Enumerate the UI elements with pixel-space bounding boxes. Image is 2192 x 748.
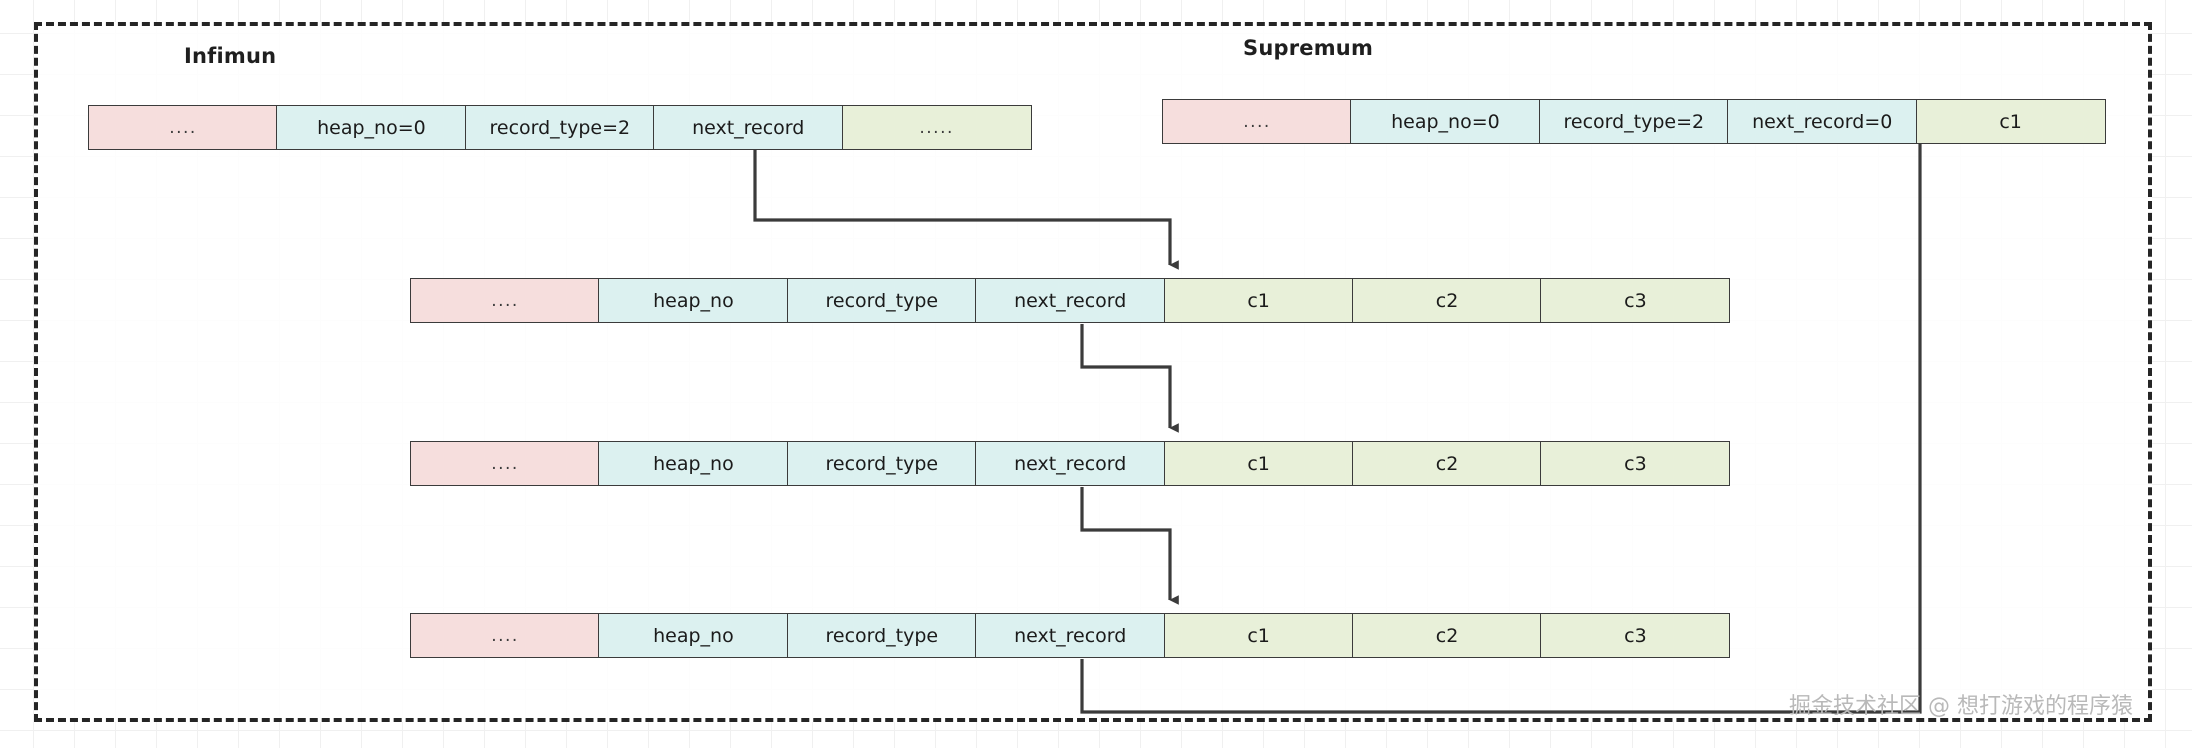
supremum-row-cell-4: c1 [1915, 99, 2106, 144]
watermark-text: 掘金技术社区 @ 想打游戏的程序猿 [1789, 694, 2133, 719]
infimum-row-cell-2: record_type=2 [464, 105, 655, 150]
record-row-1-cell-5: c2 [1352, 278, 1543, 323]
record-row-1-cell-2: record_type [786, 278, 977, 323]
record-row-3-cell-3: next_record [975, 613, 1166, 658]
infimum-row-cell-0: .... [88, 105, 278, 150]
record-row-3-cell-4: c1 [1163, 613, 1354, 658]
record-row-3-cell-1: heap_no [598, 613, 789, 658]
record-row-2-cell-3: next_record [975, 441, 1166, 486]
record-row-1-cell-4: c1 [1163, 278, 1354, 323]
supremum-row-cell-1: heap_no=0 [1350, 99, 1541, 144]
record-row-2-cell-0: .... [410, 441, 600, 486]
infimum-label: Infimun [184, 44, 277, 68]
record-row-2-cell-6: c3 [1540, 441, 1731, 486]
record-row-2-cell-5: c2 [1352, 441, 1543, 486]
supremum-row-cell-0: .... [1162, 99, 1352, 144]
record-row-2-cell-1: heap_no [598, 441, 789, 486]
infimum-row-cell-4: ..... [841, 105, 1032, 150]
record-row-2-cell-2: record_type [786, 441, 977, 486]
record-row-2-cell-4: c1 [1163, 441, 1354, 486]
record-row-3-cell-5: c2 [1352, 613, 1543, 658]
record-row-1-cell-3: next_record [975, 278, 1166, 323]
infimum-row-cell-1: heap_no=0 [276, 105, 467, 150]
record-row-3-cell-0: .... [410, 613, 600, 658]
record-row-3-cell-2: record_type [786, 613, 977, 658]
record-row-3-cell-6: c3 [1540, 613, 1731, 658]
record-row-1-cell-0: .... [410, 278, 600, 323]
infimum-row-cell-3: next_record [653, 105, 844, 150]
record-row-1-cell-1: heap_no [598, 278, 789, 323]
record-row-1-cell-6: c3 [1540, 278, 1731, 323]
supremum-row-cell-3: next_record=0 [1727, 99, 1918, 144]
supremum-label: Supremum [1243, 36, 1374, 60]
supremum-row-cell-2: record_type=2 [1538, 99, 1729, 144]
